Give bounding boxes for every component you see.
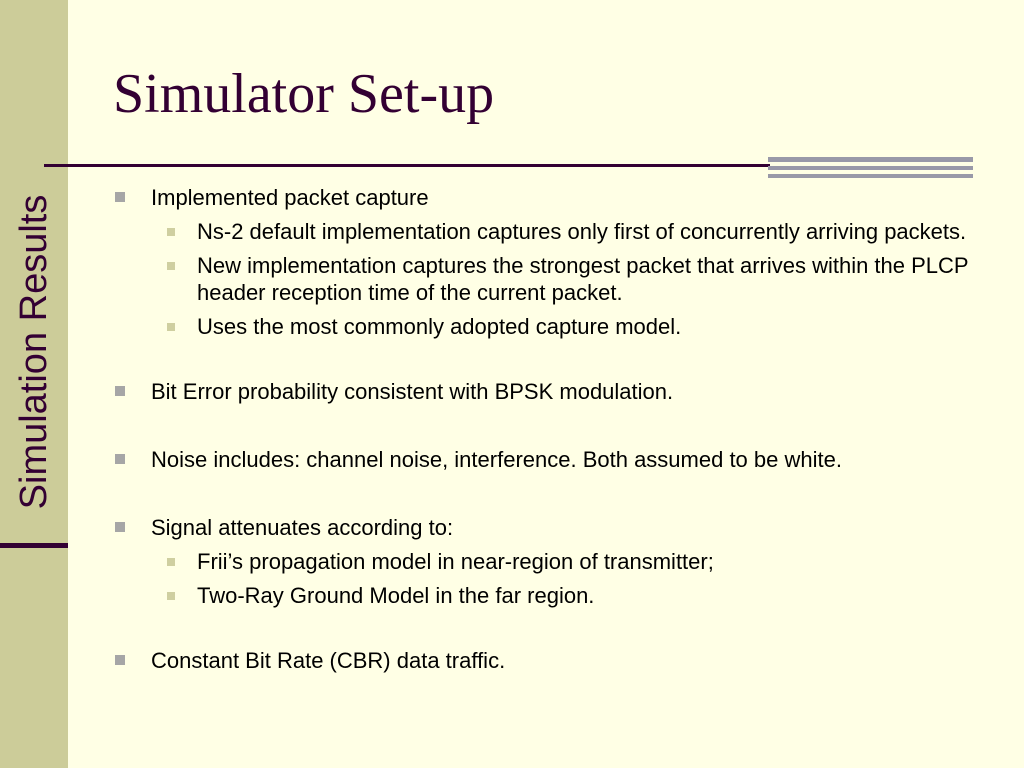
sub-bullet-list: Frii’s propagation model in near-region …: [151, 548, 995, 609]
sub-bullet-text: Two-Ray Ground Model in the far region.: [197, 583, 595, 608]
sub-bullet-text: Uses the most commonly adopted capture m…: [197, 314, 682, 339]
bullet-item: Signal attenuates according to: Frii’s pr…: [115, 514, 995, 609]
rule-accent-bottom: [768, 174, 973, 178]
bullet-text: Constant Bit Rate (CBR) data traffic.: [151, 648, 506, 673]
bullet-text: Noise includes: channel noise, interfere…: [151, 447, 842, 472]
bullet-item: Noise includes: channel noise, interfere…: [115, 446, 995, 473]
bullet-text: Bit Error probability consistent with BP…: [151, 379, 674, 404]
rule-accent-middle: [768, 166, 973, 170]
slide-title: Simulator Set-up: [113, 63, 495, 125]
square-bullet-icon: [115, 192, 125, 202]
bullet-item: Bit Error probability consistent with BP…: [115, 378, 995, 405]
square-sub-bullet-icon: [167, 558, 175, 566]
square-sub-bullet-icon: [167, 323, 175, 331]
sidebar-divider: [0, 543, 68, 548]
sub-bullet-item: Ns-2 default implementation captures onl…: [151, 218, 995, 245]
sub-bullet-item: Two-Ray Ground Model in the far region.: [151, 582, 995, 609]
section-label: Simulation Results: [13, 194, 55, 510]
square-sub-bullet-icon: [167, 262, 175, 270]
sub-bullet-item: New implementation captures the stronges…: [151, 252, 995, 306]
square-bullet-icon: [115, 386, 125, 396]
sub-bullet-text: New implementation captures the stronges…: [197, 253, 969, 305]
sub-bullet-list: Ns-2 default implementation captures onl…: [151, 218, 995, 340]
title-rule: [44, 164, 770, 167]
sidebar-band: [0, 0, 68, 768]
bullet-text: Signal attenuates according to:: [151, 515, 454, 540]
square-bullet-icon: [115, 522, 125, 532]
square-bullet-icon: [115, 454, 125, 464]
sub-bullet-text: Ns-2 default implementation captures onl…: [197, 219, 967, 244]
sub-bullet-item: Frii’s propagation model in near-region …: [151, 548, 995, 575]
bullet-text: Implemented packet capture: [151, 185, 429, 210]
square-sub-bullet-icon: [167, 228, 175, 236]
bullet-item: Constant Bit Rate (CBR) data traffic.: [115, 647, 995, 674]
square-bullet-icon: [115, 655, 125, 665]
square-sub-bullet-icon: [167, 592, 175, 600]
sub-bullet-text: Frii’s propagation model in near-region …: [197, 549, 714, 574]
sub-bullet-item: Uses the most commonly adopted capture m…: [151, 313, 995, 340]
rule-accent-top: [768, 157, 973, 162]
